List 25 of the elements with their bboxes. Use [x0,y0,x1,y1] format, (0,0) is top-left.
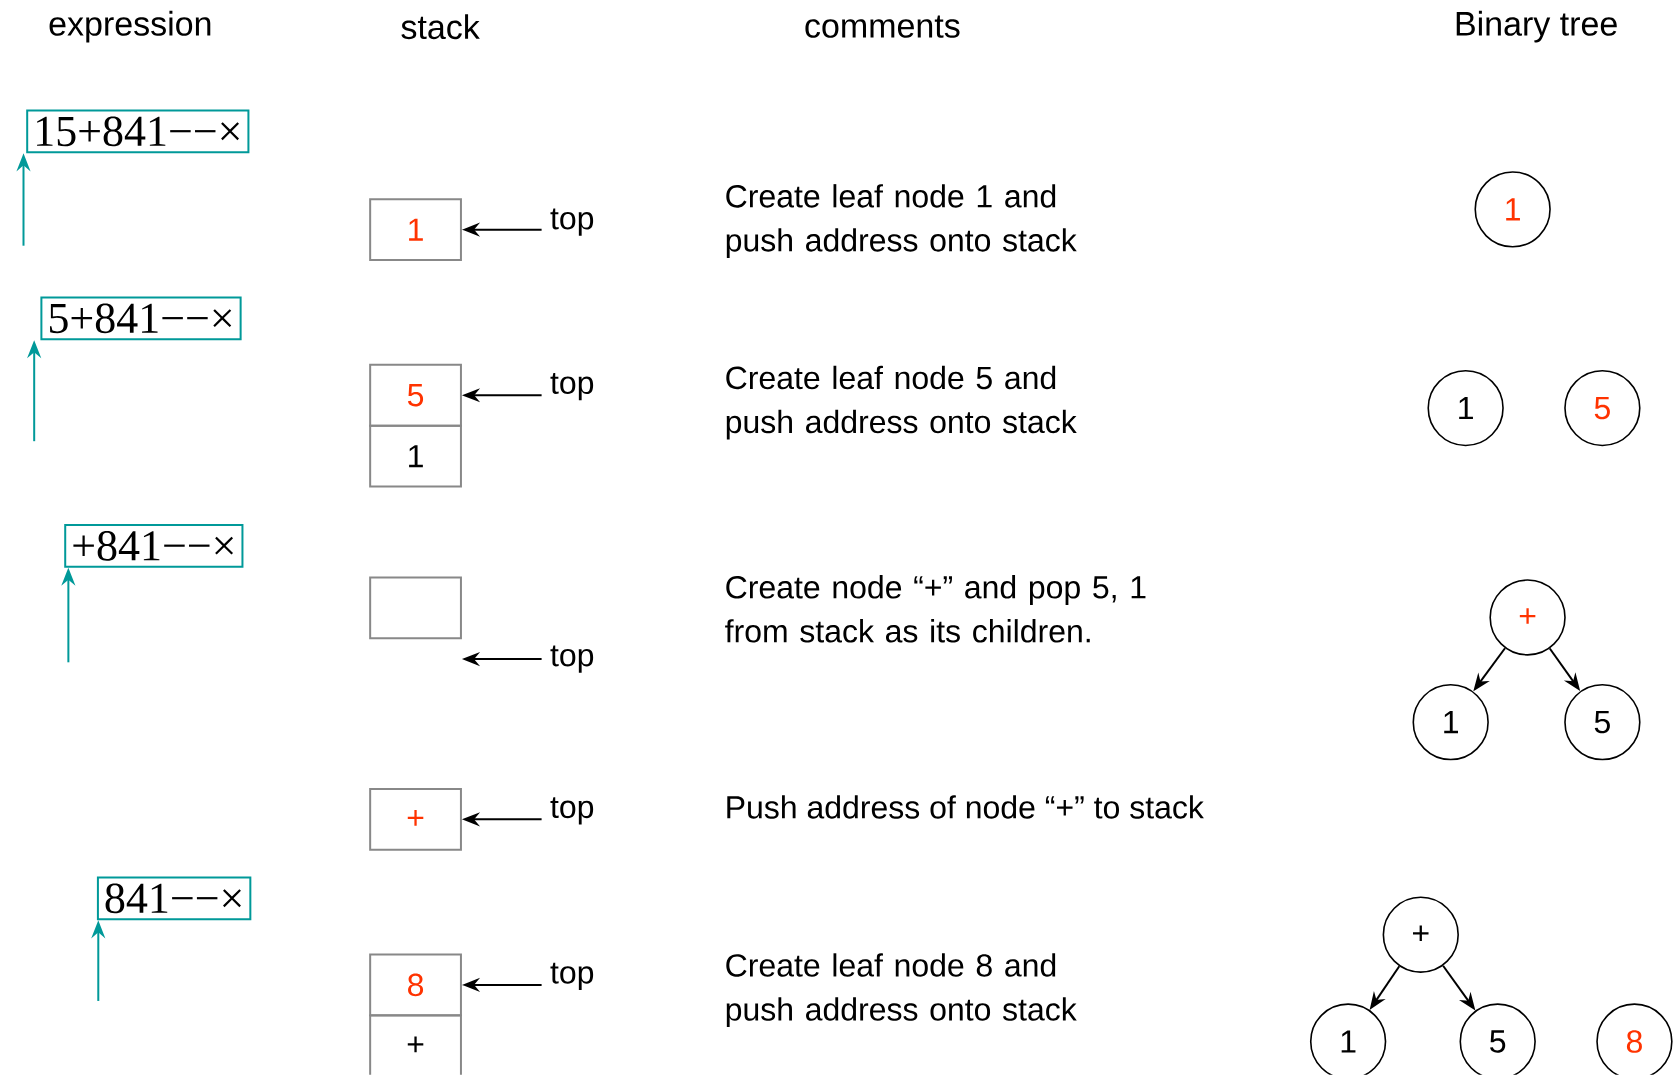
pointer-label: top [550,962,594,991]
stack-cell: 1 [369,424,462,488]
pointer-label: top [550,373,594,401]
comment-text: Push address of node “+” to stack [727,795,1204,819]
stack-cell: + [369,788,462,851]
comment-text: Create node “+” and pop 5, 1 from stack as its children. [725,575,1146,643]
column-heading: comments [805,15,960,39]
stack-cell: 8 [369,953,462,1017]
comment-text: Create leaf node 8 and push address onto stack [726,953,1077,1028]
expression-box: 5+841−−× [40,296,242,341]
stack-cell: + [369,1014,462,1075]
comment-text: Create leaf node 5 and push address onto stack [726,365,1077,440]
stack-cell: 5 [369,364,462,427]
expression-box: 841−−× [96,876,252,921]
pointer-label: top [550,797,594,825]
expression-box: +841−−× [64,524,244,568]
pointer-label: top [550,645,594,673]
comment-text: Create leaf node 1 and push address onto stack [726,184,1077,259]
column-heading: stack [401,14,480,40]
stack-cell: 1 [369,198,462,262]
column-heading: expression [49,11,211,43]
expression-box: 15+841−−× [26,109,250,154]
column-heading: Binary tree [1456,11,1617,43]
empty-stack-cell [369,576,462,640]
pointer-label: top [550,208,594,237]
